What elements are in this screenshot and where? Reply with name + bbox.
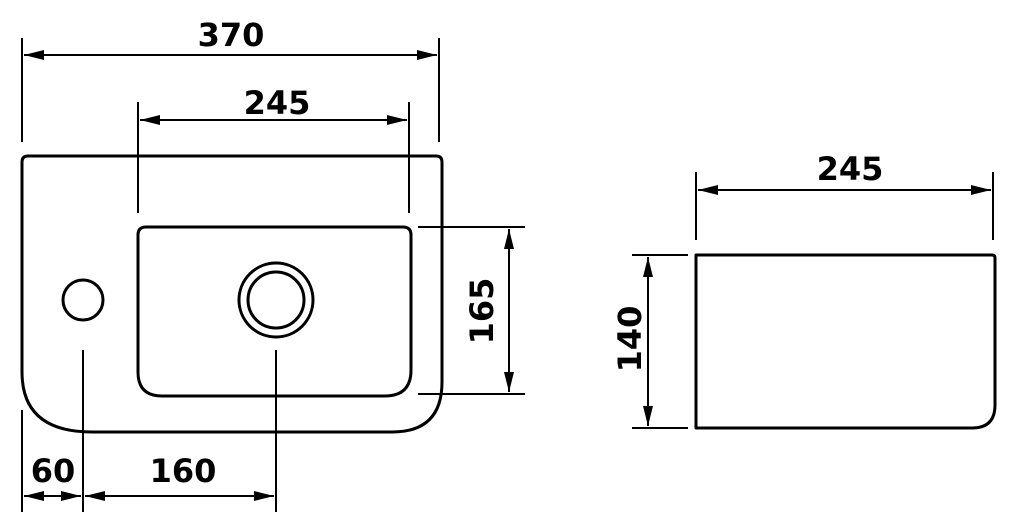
extension-lines (21, 38, 525, 512)
side-extension-lines (632, 172, 994, 429)
dim-label-overall-width: 370 (198, 16, 265, 54)
basin-outline (136, 225, 413, 398)
side-dimension-lines (643, 185, 991, 426)
dim-label-side-width: 245 (817, 150, 884, 188)
side-view (632, 172, 997, 430)
top-view (20, 38, 525, 512)
tap-hole (61, 278, 105, 322)
drain-inner-ring (246, 270, 306, 330)
side-profile-outline (694, 253, 997, 430)
dim-label-drain-offset: 160 (150, 452, 217, 490)
dim-label-side-height: 140 (611, 306, 649, 373)
dimension-lines (24, 50, 514, 501)
dim-label-tap-hole-offset: 60 (31, 452, 76, 490)
dim-label-basin-depth: 165 (463, 278, 501, 345)
sink-outline (20, 154, 444, 434)
dim-label-basin-width: 245 (244, 84, 311, 122)
drain-outer-ring (237, 261, 315, 339)
